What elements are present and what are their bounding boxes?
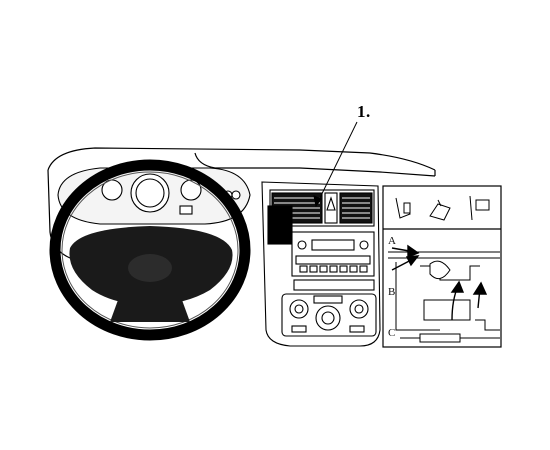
mounting-bracket	[267, 205, 293, 245]
detail-drawing	[388, 251, 500, 343]
callout-leader	[313, 121, 358, 208]
climate-controls	[281, 293, 377, 337]
detail-letter-a: A	[388, 235, 396, 247]
detail-letter-b: B	[388, 286, 396, 298]
detail-letter-c: C	[388, 327, 396, 339]
detail-arrows	[391, 244, 488, 321]
callout-label: 1.	[357, 102, 371, 121]
step-icons	[395, 195, 490, 221]
center-console	[261, 181, 381, 347]
radio-unit	[291, 231, 375, 277]
steering-wheel	[49, 159, 251, 341]
detail-inset	[382, 185, 502, 348]
